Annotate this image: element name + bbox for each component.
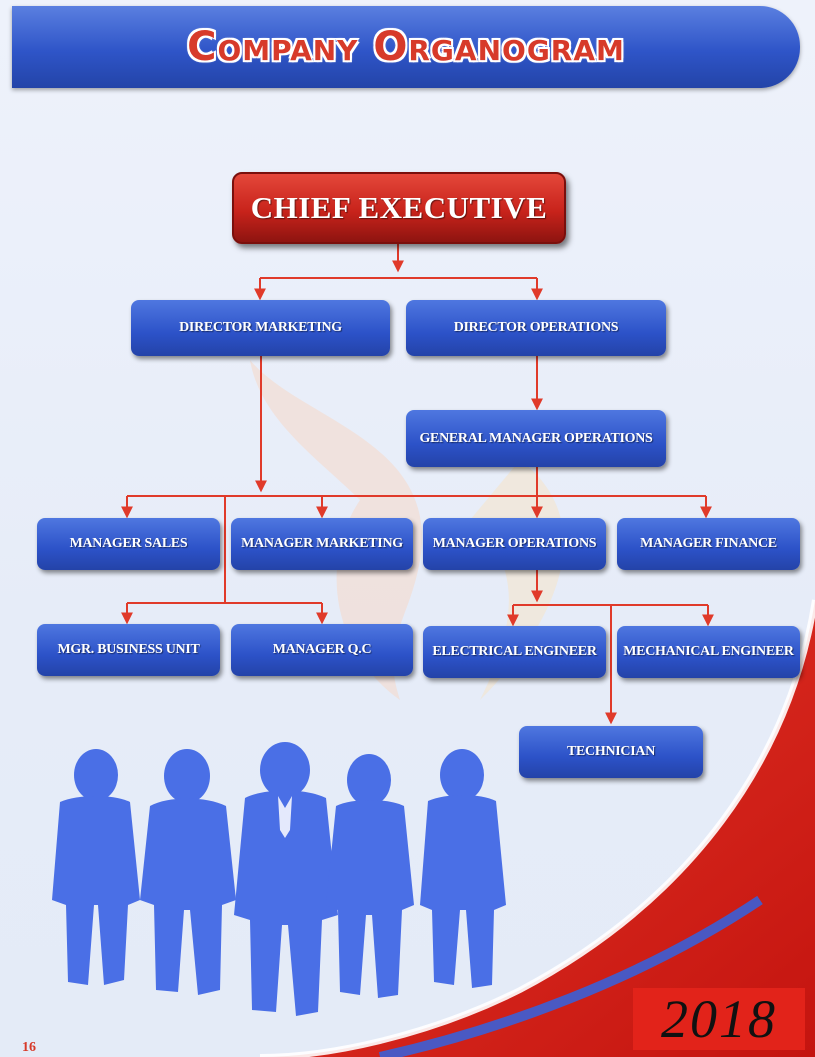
node-manager-qc: MANAGER Q.C <box>231 624 413 676</box>
node-director-operations: DIRECTOR OPERATIONS <box>406 300 666 356</box>
node-mgr-business-unit: MGR. BUSINESS UNIT <box>37 624 220 676</box>
page-number: 16 <box>22 1040 36 1055</box>
silhouette-person-3 <box>234 742 338 1016</box>
silhouette-person-2 <box>140 749 236 995</box>
silhouette-person-5 <box>420 749 506 988</box>
node-manager-marketing: MANAGER MARKETING <box>231 518 413 570</box>
node-manager-finance: MANAGER FINANCE <box>617 518 800 570</box>
year-text: 2018 <box>661 989 777 1049</box>
node-manager-operations: MANAGER OPERATIONS <box>423 518 606 570</box>
node-general-manager-operations: GENERAL MANAGER OPERATIONS <box>406 410 666 467</box>
node-electrical-engineer: ELECTRICAL ENGINEER <box>423 626 606 678</box>
node-mechanical-engineer: MECHANICAL ENGINEER <box>617 626 800 678</box>
node-technician: TECHNICIAN <box>519 726 703 778</box>
year-badge: 2018 <box>633 988 805 1050</box>
node-chief-executive: CHIEF EXECUTIVE <box>232 172 566 244</box>
silhouette-person-4 <box>326 754 414 998</box>
page-title: Company Organogram <box>187 24 625 70</box>
node-director-marketing: DIRECTOR MARKETING <box>131 300 390 356</box>
node-manager-sales: MANAGER SALES <box>37 518 220 570</box>
silhouette-person-1 <box>52 749 140 985</box>
header-banner: Company Organogram <box>12 6 800 88</box>
